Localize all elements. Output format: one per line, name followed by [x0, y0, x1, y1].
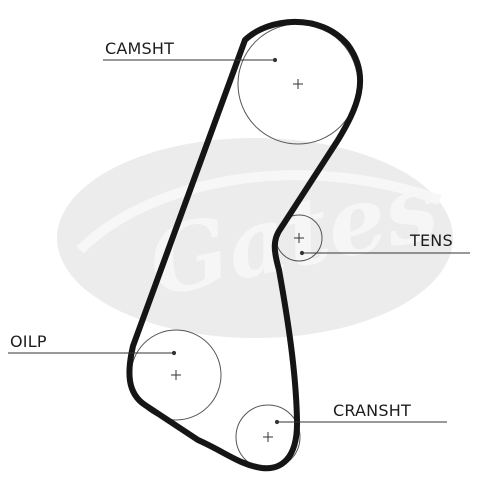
camshaft-leader-dot: [272, 57, 278, 63]
gates-logo-watermark: Gates: [57, 138, 453, 338]
labels: CAMSHT TENS OILP CRANSHT: [10, 39, 453, 420]
timing-belt: [126, 18, 364, 472]
tensioner-label: TENS: [409, 231, 453, 250]
tensioner-leader-dot: [299, 250, 305, 256]
tensioner-center-cross: [294, 233, 304, 243]
camshaft-label: CAMSHT: [105, 39, 174, 58]
watermark-swoosh: [76, 170, 442, 254]
camshaft-center-cross: [293, 79, 303, 89]
pulley-centers: [171, 79, 304, 442]
crankshaft-leader-dot: [274, 419, 280, 425]
oil-pump-label: OILP: [10, 332, 47, 351]
leader-lines: [8, 57, 470, 425]
oil-pump-center-cross: [171, 370, 181, 380]
crankshaft-label: CRANSHT: [333, 401, 411, 420]
crankshaft-center-cross: [263, 432, 273, 442]
oil-pump-leader-dot: [171, 350, 177, 356]
